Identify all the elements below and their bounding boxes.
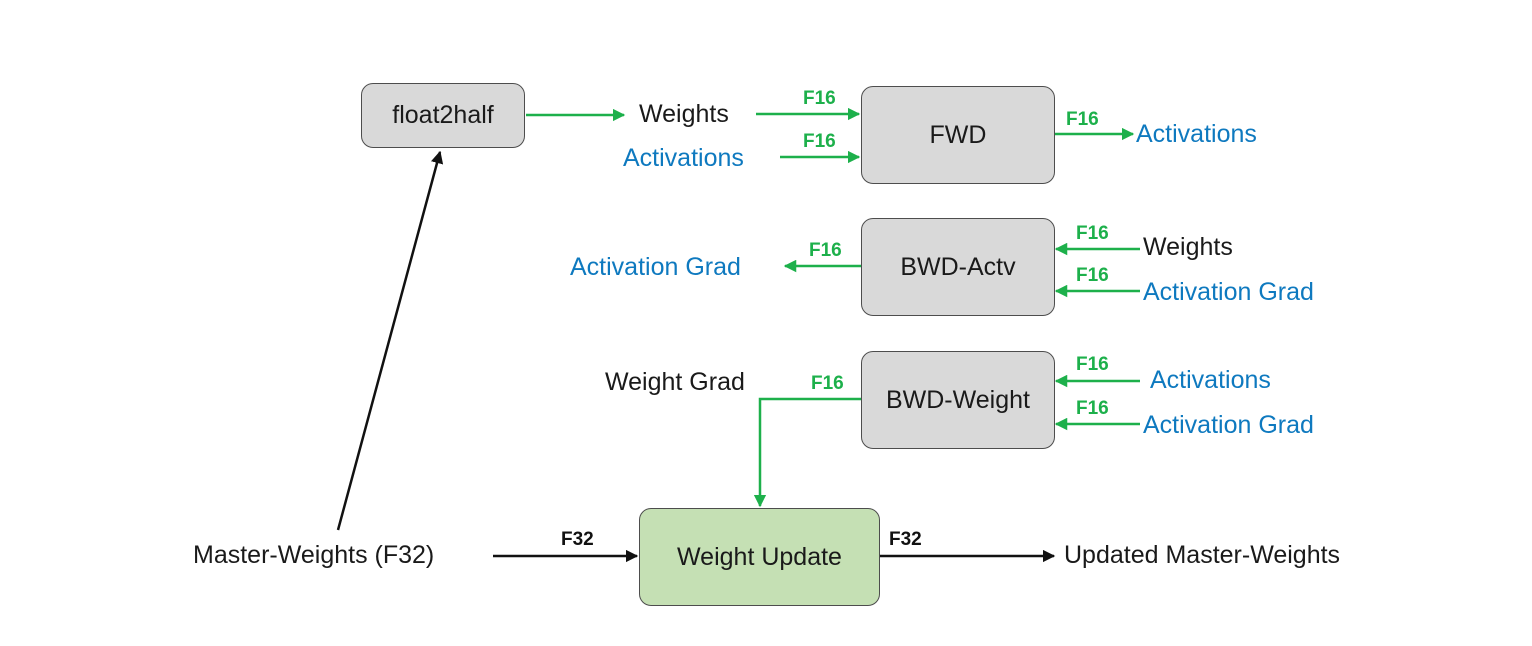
fwd-box: FWD <box>861 86 1055 184</box>
bwd-weight-input-activations-label: Activations <box>1150 366 1271 394</box>
precision-tag-update-output: F32 <box>889 529 922 550</box>
fwd-input-weights-label: Weights <box>639 100 729 128</box>
precision-tag-bwd-weight-activations: F16 <box>1076 354 1109 375</box>
weight-grad-label: Weight Grad <box>605 368 745 396</box>
fwd-input-activations-label: Activations <box>623 144 744 172</box>
float2half-box: float2half <box>361 83 525 148</box>
precision-tag-fwd-weights: F16 <box>803 88 836 109</box>
bwd-actv-input-weights-label: Weights <box>1143 233 1233 261</box>
precision-tag-bwd-weight-grad: F16 <box>1076 398 1109 419</box>
bwd-weight-box: BWD-Weight <box>861 351 1055 449</box>
bwd-actv-input-grad-label: Activation Grad <box>1143 278 1314 306</box>
bwd-weight-input-grad-label: Activation Grad <box>1143 411 1314 439</box>
arrow-bwd-weight-to-weight-update <box>753 397 862 508</box>
bwd-actv-output-label: Activation Grad <box>570 253 741 281</box>
precision-tag-bwd-actv-output: F16 <box>809 240 842 261</box>
fwd-output-activations-label: Activations <box>1136 120 1257 148</box>
precision-tag-master-input: F32 <box>561 529 594 550</box>
precision-tag-bwd-weight-output: F16 <box>811 373 844 394</box>
precision-tag-fwd-activations: F16 <box>803 131 836 152</box>
master-weights-label: Master-Weights (F32) <box>193 541 435 569</box>
weight-update-box: Weight Update <box>639 508 880 606</box>
precision-tag-fwd-output: F16 <box>1066 109 1099 130</box>
precision-tag-bwd-actv-grad: F16 <box>1076 265 1109 286</box>
bwd-actv-box: BWD-Actv <box>861 218 1055 316</box>
updated-master-weights-label: Updated Master-Weights <box>1064 541 1341 569</box>
arrow-master-weights-to-float2half <box>336 150 444 531</box>
precision-tag-bwd-actv-weights: F16 <box>1076 223 1109 244</box>
